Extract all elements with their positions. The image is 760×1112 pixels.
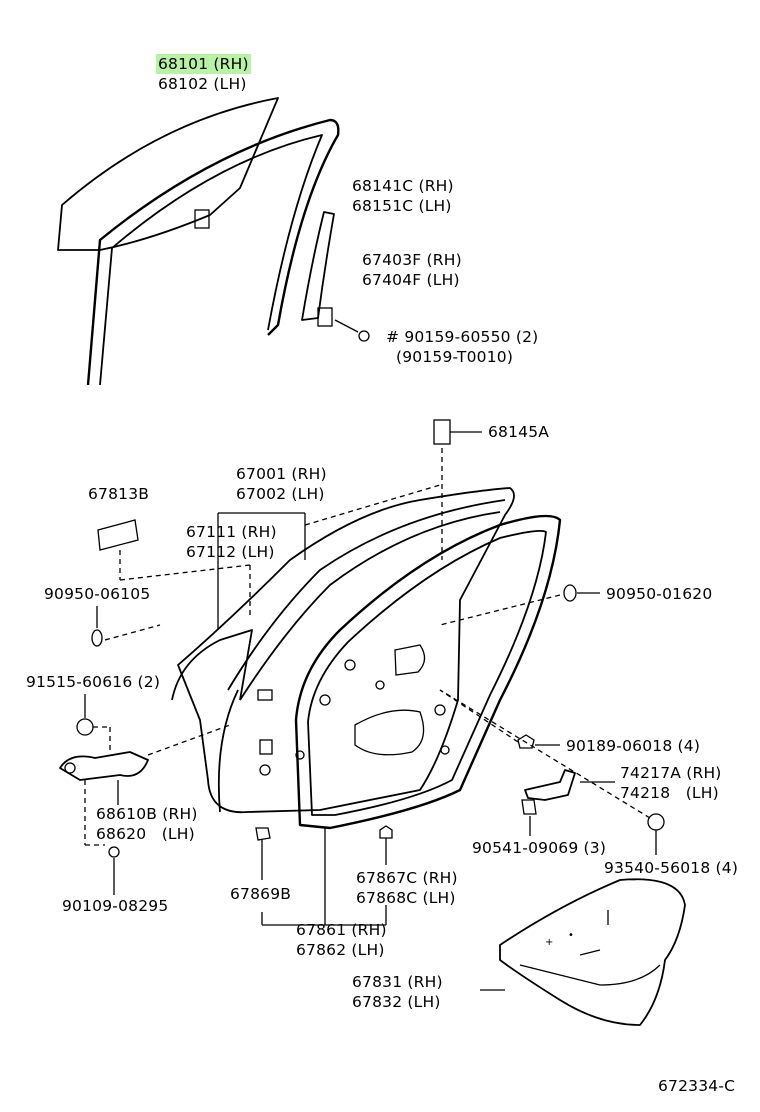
clip-90541	[521, 799, 537, 836]
label-clip-67867c-lh: 67868C (LH)	[356, 889, 456, 907]
label-weatherstrip-lh: 67862 (LH)	[296, 941, 385, 959]
clip-67869b	[255, 827, 271, 880]
label-screw-main: # 90159-60550 (2)	[386, 328, 539, 346]
label-bolt-91515: 91515-60616 (2)	[26, 673, 161, 691]
label-clip-67867c: 67867C (RH) 67868C (LH)	[356, 868, 458, 908]
grommet-right	[439, 584, 600, 626]
label-service-cover-lh: 67832 (LH)	[352, 993, 441, 1011]
bolt-91515	[76, 694, 111, 750]
service-hole-cover[interactable]: + •	[480, 878, 686, 1026]
label-screw-alt: (90159-T0010)	[396, 348, 514, 366]
label-run-channel: 68141C (RH) 68151C (LH)	[352, 176, 454, 216]
label-door-panel-rh: 67001 (RH)	[236, 465, 327, 483]
label-clip-67867c-rh: 67867C (RH)	[356, 869, 458, 887]
nut-90189	[439, 689, 560, 749]
label-glass-lh: 68102 (LH)	[158, 75, 247, 93]
label-nut-90189: 90189-06018 (4)	[566, 737, 701, 755]
label-plug-right: 90950-01620	[606, 585, 713, 603]
label-plug-67813b: 67813B	[88, 485, 150, 503]
label-run-channel-rh: 68141C (RH)	[352, 177, 454, 195]
label-weatherstrip: 67861 (RH) 67862 (LH)	[296, 920, 387, 960]
grommet-left	[91, 606, 161, 647]
bracket-67001	[217, 484, 441, 630]
glass-run-channel[interactable]	[86, 118, 340, 386]
label-outer-panel-lh: 67112 (LH)	[186, 543, 275, 561]
label-hinge-rh: 74217A (RH)	[620, 764, 722, 782]
label-service-cover-rh: 67831 (RH)	[352, 973, 443, 991]
door-glass[interactable]	[57, 97, 279, 251]
label-glass: 68101 (RH) 68102 (LH)	[156, 54, 251, 94]
plug-67813b	[97, 519, 251, 581]
label-sash-rh: 67403F (RH)	[362, 251, 462, 269]
screw-icon	[334, 319, 370, 342]
label-outer-panel: 67111 (RH) 67112 (LH)	[186, 522, 277, 562]
door-sash[interactable]	[301, 211, 335, 327]
label-check-rh: 68610B (RH)	[96, 805, 198, 823]
bolt-90109	[108, 846, 120, 895]
label-screw: # 90159-60550 (2) (90159-T0010)	[386, 327, 538, 367]
hinge-74217a[interactable]	[524, 769, 615, 801]
diagram-id: 672334-C	[658, 1077, 736, 1095]
nut-93540	[439, 689, 665, 855]
door-panel[interactable]	[171, 487, 515, 814]
label-glass-rh: 68101 (RH)	[156, 54, 251, 74]
label-check-lh: 68620 (LH)	[96, 825, 195, 843]
label-clip-90541: 90541-09069 (3)	[472, 839, 607, 857]
door-check[interactable]	[59, 724, 231, 846]
clip-68145a	[433, 419, 482, 560]
label-clip-68145a: 68145A	[488, 423, 550, 441]
label-run-channel-lh: 68151C (LH)	[352, 197, 452, 215]
label-sash-lh: 67404F (LH)	[362, 271, 460, 289]
label-hinge-74217a: 74217A (RH) 74218 (LH)	[620, 763, 722, 803]
label-sash: 67403F (RH) 67404F (LH)	[362, 250, 462, 290]
label-plug-left: 90950-06105	[44, 585, 151, 603]
label-door-panel-lh: 67002 (LH)	[236, 485, 325, 503]
label-bolt-90109: 90109-08295	[62, 897, 169, 915]
label-weatherstrip-rh: 67861 (RH)	[296, 921, 387, 939]
label-service-cover: 67831 (RH) 67832 (LH)	[352, 972, 443, 1012]
label-outer-panel-rh: 67111 (RH)	[186, 523, 277, 541]
label-clip-67869b: 67869B	[230, 885, 292, 903]
svg-text:+: +	[545, 937, 553, 948]
bracket-67861	[261, 828, 387, 926]
label-hinge-lh: 74218 (LH)	[620, 784, 719, 802]
label-check: 68610B (RH) 68620 (LH)	[96, 804, 198, 844]
svg-text:•: •	[568, 930, 574, 941]
weatherstrip[interactable]	[294, 514, 562, 830]
label-door-panel: 67001 (RH) 67002 (LH)	[236, 464, 327, 504]
clip-67867c	[379, 825, 393, 865]
label-nut-93540: 93540-56018 (4)	[604, 859, 739, 877]
